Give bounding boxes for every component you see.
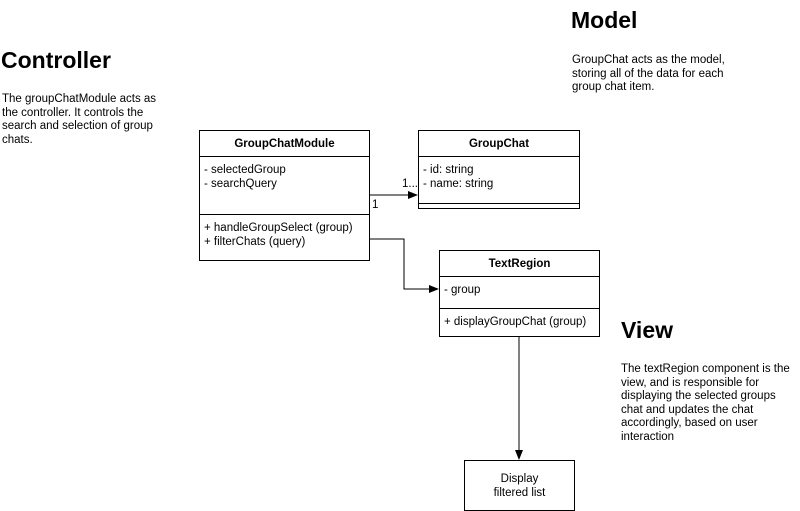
display-box-line: filtered list bbox=[493, 486, 546, 499]
controller-heading: Controller bbox=[1, 47, 111, 73]
controller-description-line: chats. bbox=[2, 133, 33, 146]
class-attributes: - id: string - name: string bbox=[419, 157, 579, 204]
class-name: GroupChatModule bbox=[200, 131, 369, 157]
model-description-line: GroupChat acts as the model, bbox=[572, 54, 725, 66]
multiplicity-target: 1... bbox=[402, 178, 418, 190]
view-description-line: accordingly, based on user bbox=[621, 417, 758, 429]
class-text-region[interactable]: TextRegion - group + displayGroupChat (g… bbox=[439, 250, 600, 337]
controller-description-line: The groupChatModule acts as bbox=[2, 93, 157, 105]
view-heading: View bbox=[621, 317, 673, 343]
view-description-line: The textRegion component is the bbox=[621, 363, 790, 375]
class-attributes: - selectedGroup - searchQuery bbox=[200, 157, 369, 215]
class-name: TextRegion bbox=[440, 251, 599, 277]
connector-module-to-textregion bbox=[370, 238, 439, 293]
multiplicity-source: 1 bbox=[372, 199, 379, 211]
method-handle-group-select: + handleGroupSelect (group) bbox=[204, 222, 353, 234]
method-filter-chats: + filterChats (query) bbox=[204, 236, 306, 248]
class-attributes: - group bbox=[440, 277, 599, 309]
class-name: GroupChat bbox=[419, 131, 579, 157]
class-group-chat[interactable]: GroupChat - id: string - name: string bbox=[418, 130, 580, 209]
view-description: The textRegion component is the view, an… bbox=[621, 363, 799, 444]
class-methods: + handleGroupSelect (group) + filterChat… bbox=[200, 215, 369, 249]
attribute-selected-group: - selectedGroup bbox=[204, 164, 286, 176]
view-description-line: view, and is responsible for bbox=[621, 376, 760, 389]
controller-description-line: search and selection of group bbox=[2, 120, 153, 132]
view-description-line: chat and updates the chat bbox=[621, 403, 754, 416]
display-box-line: Display bbox=[500, 472, 539, 485]
controller-description-line: the controller. It controls the bbox=[2, 106, 144, 119]
display-filtered-list-box[interactable]: Display filtered list bbox=[464, 460, 575, 511]
model-description-line: storing all of the data for each bbox=[572, 67, 724, 80]
class-methods: + displayGroupChat (group) bbox=[440, 309, 599, 329]
method-display-group-chat: + displayGroupChat (group) bbox=[444, 316, 587, 328]
controller-description: The groupChatModule acts as the controll… bbox=[2, 93, 172, 147]
attribute-search-query: - searchQuery bbox=[204, 178, 277, 190]
model-heading: Model bbox=[571, 7, 638, 33]
model-description-line: group chat item. bbox=[572, 81, 655, 93]
view-description-line: interaction bbox=[621, 430, 675, 443]
attribute-name: - name: string bbox=[423, 178, 494, 190]
attribute-id: - id: string bbox=[423, 164, 474, 176]
model-description: GroupChat acts as the model, storing all… bbox=[572, 54, 762, 95]
attribute-group: - group bbox=[444, 284, 481, 296]
class-group-chat-module[interactable]: GroupChatModule - selectedGroup - search… bbox=[199, 130, 370, 261]
view-description-line: displaying the selected groups bbox=[621, 390, 776, 402]
